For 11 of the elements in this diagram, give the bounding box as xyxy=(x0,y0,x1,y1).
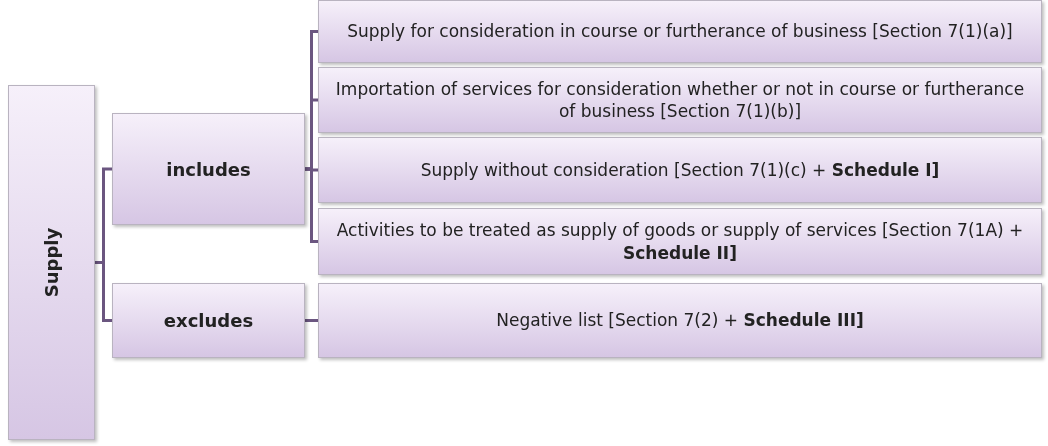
item-box: Activities to be treated as supply of goods or supply of services [Section 7(1A) + Schedule II] xyxy=(318,208,1042,275)
category-box: Supply xyxy=(8,85,95,440)
connector-line xyxy=(305,167,318,243)
item-box: Supply without consideration [Section 7(1)(c) + Schedule I] xyxy=(318,137,1042,203)
branch-box: excludes xyxy=(112,283,305,358)
branch-box: includes xyxy=(112,113,305,225)
connector-line xyxy=(305,319,318,322)
item-box: Importation of services for consideration whether or not in course or furtherance of business [Section 7(1)(b)] xyxy=(318,67,1042,133)
item-box: Negative list [Section 7(2) + Schedule III] xyxy=(318,283,1042,358)
item-box: Supply for consideration in course or furtherance of business [Section 7(1)(a)] xyxy=(318,0,1042,63)
connector-line xyxy=(95,261,112,322)
